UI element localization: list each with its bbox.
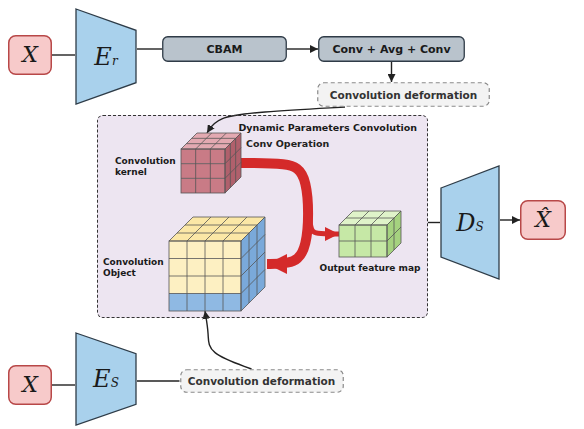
box-label: Convolution deformation [330,89,477,101]
dashed-box: Convolution deformation [180,369,344,393]
symbol-label: X [22,374,38,396]
object-cube: Convolution Object [169,217,265,311]
encoder-trapezoid: ES [75,332,137,426]
connector [287,48,318,49]
kernel-cube-outline [181,133,241,193]
box-label: CBAM [207,43,243,56]
region-title: Dynamic Parameters Convolution [238,122,417,133]
symbol-label: X [22,44,38,66]
dashed-box: Convolution deformation [317,82,490,107]
symbol-label: ES [93,367,119,391]
cube-label: Convolution Object [103,257,165,279]
output-box: X̂ [520,200,566,240]
input-box: X [8,365,52,405]
connector [428,222,440,223]
connector [205,311,252,369]
connector [137,380,180,381]
connector [137,48,162,49]
decoder-trapezoid: DS [440,165,500,280]
object-cube-outline [169,217,265,311]
connector [52,384,75,385]
connector [391,62,392,82]
process-box: Conv + Avg + Conv [318,36,465,62]
box-label: Convolution deformation [188,375,335,387]
kernel-cube: Convolution kernel [181,133,241,193]
connector [241,163,308,264]
symbol-label: Er [94,45,117,69]
output-cube-outline [339,211,401,257]
cube-label: Output feature map [319,263,420,274]
cube-label: Convolution kernel [115,156,177,178]
input-box: X [8,35,52,75]
operation-label: Conv Operation [246,138,329,149]
region-ground [97,115,428,318]
connector [500,219,520,220]
output-cube: Output feature map [339,211,401,257]
symbol-label: DS [456,211,483,235]
encoder-trapezoid: Er [75,8,137,105]
symbol-label: X̂ [535,209,551,231]
box-label: Conv + Avg + Conv [332,43,450,56]
connector [52,54,75,55]
process-box: CBAM [162,36,287,62]
